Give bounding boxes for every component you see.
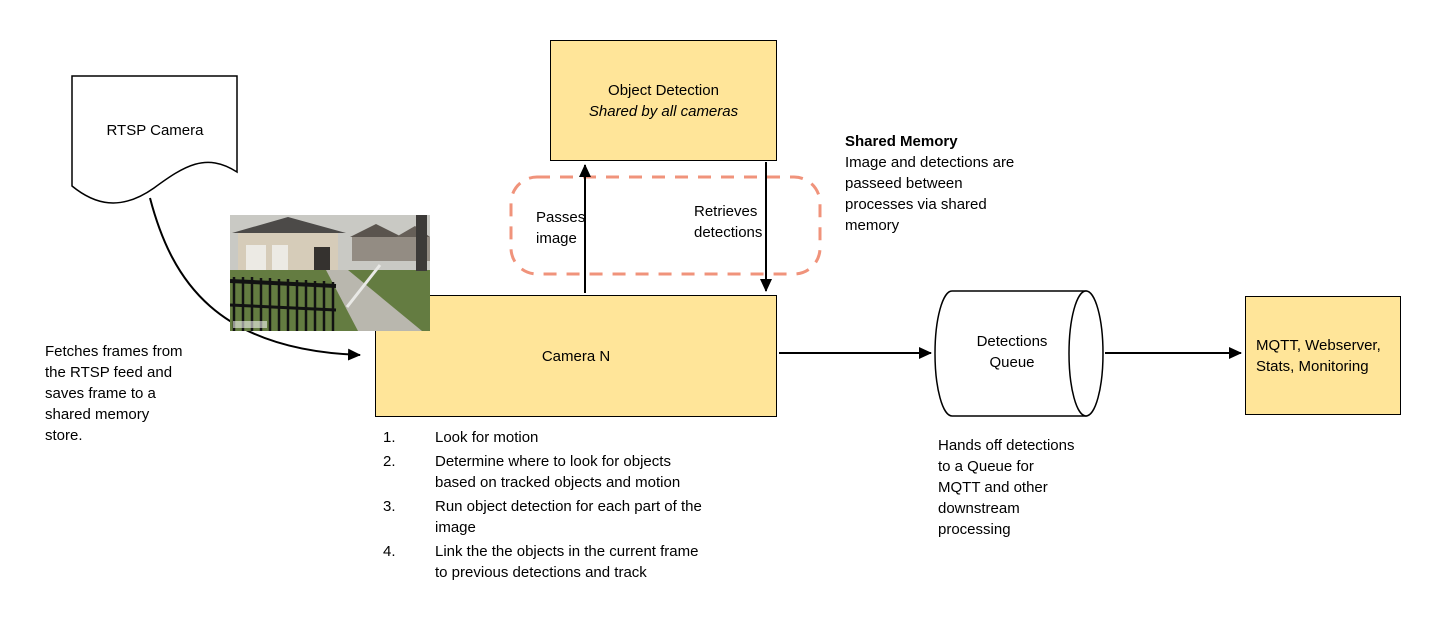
mqtt-node: MQTT, Webserver, Stats, Monitoring	[1245, 296, 1401, 415]
step-number: 1.	[383, 429, 396, 446]
mqtt-label: MQTT, Webserver, Stats, Monitoring	[1256, 336, 1381, 375]
rtsp-camera-shape	[71, 75, 238, 204]
shared-memory-body: Image and detections are passeed between…	[845, 154, 1015, 234]
shared-memory-title: Shared Memory	[845, 133, 958, 150]
shared-memory-note: Shared Memory Image and detections are p…	[845, 131, 1065, 236]
object-detection-subtitle: Shared by all cameras	[588, 102, 739, 120]
arrow-rtsp-to-camera	[149, 197, 361, 361]
list-item: 4. Link the the objects in the current f…	[383, 541, 753, 583]
camera-steps-list: 1. Look for motion 2. Determine where to…	[383, 427, 753, 586]
step-number: 4.	[383, 543, 396, 560]
camera-n-label: Camera N	[541, 347, 611, 365]
snapshot-roof	[232, 217, 346, 233]
fetch-note: Fetches frames from the RTSP feed and sa…	[45, 343, 183, 444]
retrieves-detections-label: Retrieves detections	[694, 203, 763, 241]
list-item: 1. Look for motion	[383, 427, 753, 448]
detections-queue-label: Detections Queue	[976, 333, 1048, 371]
passes-image-label: Passes image	[536, 209, 586, 247]
object-detection-title: Object Detection	[608, 81, 719, 99]
step-number: 3.	[383, 498, 396, 515]
queue-note: Hands off detections to a Queue for MQTT…	[938, 437, 1075, 538]
list-item: 3. Run object detection for each part of…	[383, 496, 753, 538]
object-detection-node: Object Detection Shared by all cameras	[550, 40, 777, 161]
rtsp-camera-label: RTSP Camera	[106, 122, 204, 139]
snapshot-sidewalk	[326, 270, 422, 331]
step-text: Look for motion	[435, 429, 539, 446]
step-number: 2.	[383, 453, 396, 470]
camera-snapshot	[230, 215, 430, 331]
shared-memory-dashed-region	[509, 175, 822, 276]
snapshot-timestamp	[233, 321, 267, 328]
step-text: Link the the objects in the current fram…	[435, 543, 699, 581]
step-text: Run object detection for each part of th…	[435, 498, 702, 536]
detections-queue-shape	[934, 290, 1104, 417]
step-text: Determine where to look for objects base…	[435, 453, 681, 491]
list-item: 2. Determine where to look for objects b…	[383, 451, 753, 493]
camera-n-node: Camera N	[375, 295, 777, 417]
